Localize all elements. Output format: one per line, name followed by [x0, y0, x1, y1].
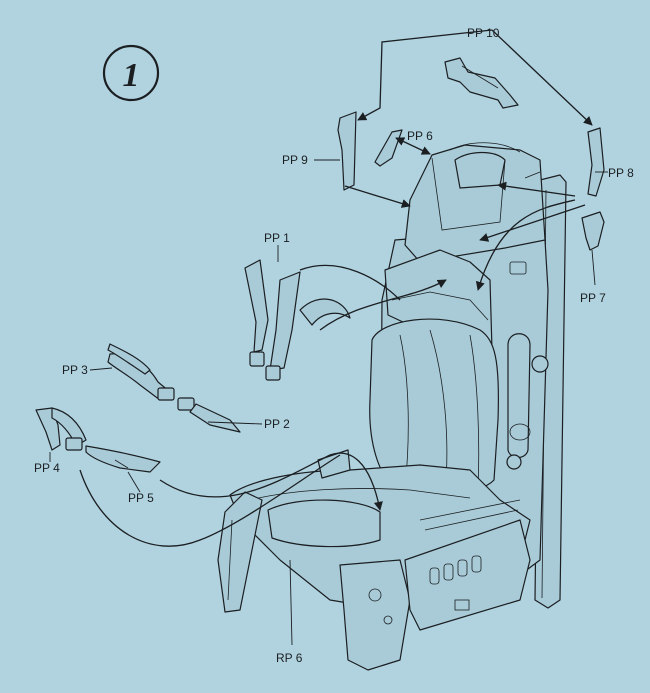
label-pp4: PP 4 — [34, 461, 60, 475]
headbox — [404, 144, 546, 263]
part-pp8 — [587, 127, 605, 197]
label-pp8: PP 8 — [608, 166, 634, 180]
label-pp9: PP 9 — [282, 153, 308, 167]
label-pp7: PP 7 — [580, 291, 606, 305]
label-pp3: PP 3 — [62, 363, 88, 377]
label-pp1: PP 1 — [264, 231, 290, 245]
label-pp10: PP 10 — [467, 26, 500, 40]
part-pp1 — [244, 259, 351, 381]
label-pp5: PP 5 — [128, 491, 154, 505]
label-pp2: PP 2 — [264, 417, 290, 431]
seat-pan — [267, 499, 381, 548]
ejection-seat — [217, 142, 567, 671]
step-number: 1 — [123, 57, 140, 94]
part-pp7 — [581, 211, 605, 251]
part-pp4-pp5 — [35, 407, 161, 473]
right-leg — [339, 559, 411, 671]
side-tube — [507, 333, 531, 459]
part-pp6 — [374, 129, 403, 167]
part-pp9 — [337, 111, 357, 191]
label-pp6: PP 6 — [407, 129, 433, 143]
head-pad — [454, 151, 506, 189]
step-badge: 1 — [102, 44, 160, 102]
part-pp3-pp2 — [107, 343, 241, 433]
part-pp10 — [444, 57, 519, 109]
side-panel — [404, 519, 531, 631]
label-rp6: RP 6 — [276, 651, 303, 665]
